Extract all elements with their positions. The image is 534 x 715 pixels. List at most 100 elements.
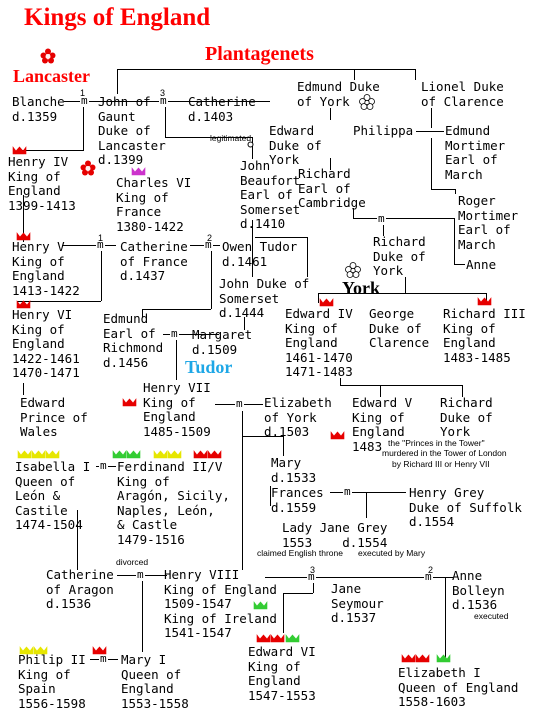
marriage-symbol: m	[377, 212, 386, 225]
marriage-symbol: m	[235, 397, 244, 410]
note-executed-by-mary: executed by Mary	[358, 548, 426, 558]
crown-icon	[31, 450, 46, 459]
note-by-richard-or-henry: by Richard III or Henry VII	[392, 459, 490, 469]
house-york-label: York	[342, 278, 381, 298]
marriage-symbol: m	[343, 485, 352, 498]
crown-icon	[193, 450, 208, 459]
marriage-symbol: m	[96, 238, 105, 251]
marriage-number: 2	[207, 233, 213, 243]
white-rose-icon	[345, 262, 361, 278]
marriage-symbol: m	[424, 570, 433, 583]
marriage-number: 1	[80, 88, 86, 98]
marriage-symbol: m	[80, 94, 89, 107]
marriage-number: 3	[160, 88, 166, 98]
page-title: Kings of England	[24, 4, 211, 31]
legitimation-circle-icon	[247, 141, 254, 148]
crown-icon	[153, 450, 168, 459]
house-tudor-label: Tudor	[185, 357, 233, 377]
crown-icon	[253, 601, 268, 610]
crown-icon	[477, 297, 492, 306]
crown-icon	[33, 646, 48, 655]
note-executed: executed	[474, 611, 509, 621]
crown-icon	[401, 654, 416, 663]
crown-icon	[112, 450, 127, 459]
crown-icon	[16, 300, 31, 309]
note-legitimated: legitimated	[210, 133, 252, 143]
crown-icon	[19, 646, 34, 655]
marriage-number: 3	[310, 565, 316, 575]
person-philippa: Philippa	[353, 123, 414, 138]
crown-icon	[285, 634, 300, 643]
crown-icon	[270, 634, 285, 643]
note-murdered-in-tower: murdered in the Tower of London	[382, 448, 507, 458]
marriage-symbol: m	[307, 570, 316, 583]
marriage-symbol: m	[99, 459, 108, 472]
crown-icon	[167, 450, 182, 459]
red-rose-icon	[40, 48, 56, 64]
marriage-symbol: m	[136, 568, 145, 581]
note-princes-in-the-tower: the "Princes in the Tower"	[388, 438, 485, 448]
marriage-symbol: m	[159, 94, 168, 107]
crown-icon	[256, 634, 271, 643]
crown-icon	[45, 450, 60, 459]
crown-icon	[92, 646, 107, 655]
house-lancaster-label: Lancaster	[13, 66, 90, 86]
crown-icon	[415, 654, 430, 663]
crown-icon	[16, 232, 31, 241]
marriage-symbol: m	[99, 652, 108, 665]
crown-icon	[122, 398, 137, 407]
crown-icon	[131, 167, 146, 176]
crown-icon	[126, 450, 141, 459]
crown-icon	[17, 450, 32, 459]
house-plantagenets-label: Plantagenets	[205, 43, 314, 65]
marriage-number: 2	[428, 565, 434, 575]
marriage-symbol: m	[204, 238, 213, 251]
marriage-number: 1	[98, 233, 104, 243]
crown-icon	[436, 654, 451, 663]
crown-icon	[207, 450, 222, 459]
white-rose-icon	[359, 94, 375, 110]
note-divorced: divorced	[116, 557, 149, 567]
marriage-symbol: m	[170, 327, 179, 340]
